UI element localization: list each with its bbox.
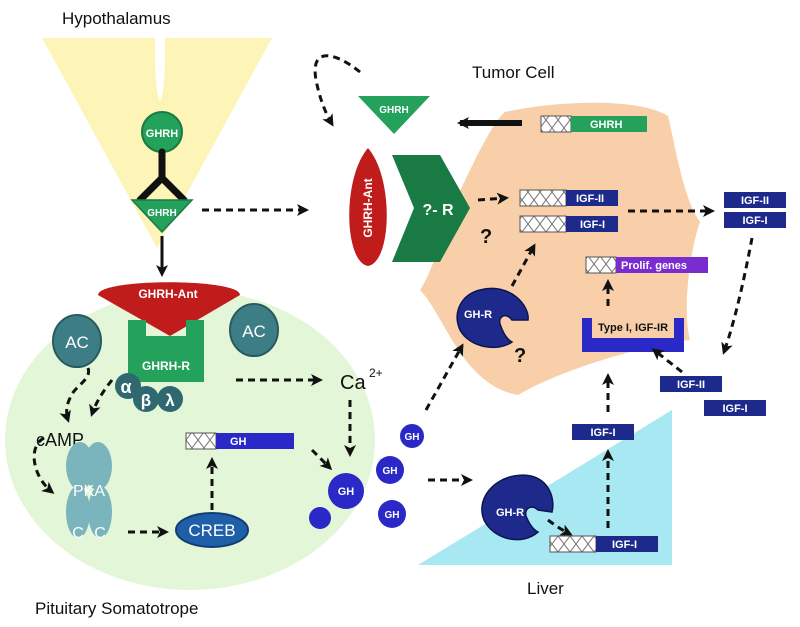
gh-molecule-3: GH <box>376 456 404 484</box>
ghrh-antagonist-pituitary: GHRH-Ant <box>98 282 240 336</box>
unknown-receptor: ?- R <box>392 155 470 262</box>
svg-text:GH: GH <box>383 466 398 477</box>
arrow-gh-to-tumor <box>424 343 464 411</box>
ghrh-hypothalamus-node: GHRH <box>141 111 183 153</box>
svg-text:IGF-II: IGF-II <box>677 379 705 391</box>
svg-text:β: β <box>141 391 151 410</box>
svg-text:IGF-I: IGF-I <box>580 219 605 231</box>
gh-gene-pituitary: GH <box>185 432 294 450</box>
svg-text:GHRH: GHRH <box>146 128 178 140</box>
svg-text:GHRH: GHRH <box>590 119 622 131</box>
adenylyl-cyclase-left: AC <box>52 314 102 368</box>
igf-ii-circulating: IGF-II <box>660 376 722 392</box>
svg-text:GH: GH <box>338 486 355 498</box>
svg-text:λ: λ <box>165 391 175 410</box>
svg-text:AC: AC <box>242 322 266 341</box>
svg-text:IGF-II: IGF-II <box>576 193 604 205</box>
igf-ir-receptor: Type I, IGF-IR <box>582 318 684 352</box>
igf-ii-gene-tumor: IGF-II <box>519 189 618 207</box>
question-mark-receptor: ? <box>480 226 492 248</box>
igf-i-gene-tumor: IGF-I <box>519 215 618 233</box>
svg-text:C: C <box>94 525 106 542</box>
igf-i-circulating: IGF-I <box>704 400 766 416</box>
svg-text:GH-R: GH-R <box>464 309 492 321</box>
svg-text:GH-R: GH-R <box>496 507 524 519</box>
liver-label: Liver <box>527 579 564 598</box>
svg-text:GHRH-R: GHRH-R <box>142 359 190 373</box>
hypothalamus-slit <box>155 0 165 100</box>
svg-text:CREB: CREB <box>188 521 235 540</box>
g-protein-subunits: α β λ <box>115 373 183 412</box>
ghrh-tumor-triangle: GHRH <box>358 96 430 134</box>
ghrh-gene-tumor: GHRH <box>540 115 647 133</box>
arrow-receptor-to-genes <box>477 192 509 205</box>
gh-molecule-1: GH <box>328 473 364 509</box>
arrow-ghr-liver-to-gene <box>547 518 573 536</box>
svg-text:?- R: ?- R <box>422 202 454 219</box>
svg-text:GH: GH <box>230 436 247 448</box>
arrow-gene-to-gh <box>310 448 333 471</box>
ghrh-receptor-pituitary: GHRH-R <box>128 320 204 382</box>
svg-text:GH: GH <box>405 432 420 443</box>
svg-text:IGF-II: IGF-II <box>741 195 769 207</box>
arrow-autocrine-ghrh <box>313 54 361 127</box>
arrow-igf-to-igfir <box>651 348 683 374</box>
arrow-gprotein-to-camp <box>89 379 114 417</box>
igf-ii-secreted: IGF-II <box>724 192 786 208</box>
calcium-label: Ca 2+ <box>340 366 383 394</box>
igf-i-protein-liver: IGF-I <box>572 424 634 440</box>
creb-node: CREB <box>175 512 249 548</box>
hypothalamus-label: Hypothalamus <box>62 9 171 28</box>
igf-i-gene-liver: IGF-I <box>549 535 658 553</box>
gh-molecule-small <box>309 507 331 529</box>
svg-text:AC: AC <box>65 333 89 352</box>
camp-label: cAMP <box>36 430 84 450</box>
svg-text:GH: GH <box>385 510 400 521</box>
prolif-genes: Prolif. genes <box>585 256 708 274</box>
svg-text:α: α <box>120 377 131 397</box>
ghrh-secreted-triangle: GHRH <box>130 199 194 234</box>
svg-text:GHRH-Ant: GHRH-Ant <box>361 178 375 237</box>
ghrh-antagonist-tumor: GHRH-Ant <box>349 148 387 266</box>
igf-i-secreted: IGF-I <box>724 212 786 228</box>
question-mark-ghr: ? <box>514 345 526 367</box>
svg-text:GHRH: GHRH <box>147 208 176 219</box>
svg-text:IGF-I: IGF-I <box>742 215 767 227</box>
gh-molecule-4: GH <box>378 500 406 528</box>
gh-receptor-tumor: GH-R <box>456 287 529 349</box>
pka-complex: PKA C C <box>66 442 112 542</box>
arrow-ghr-to-igf <box>510 243 536 287</box>
svg-text:PKA: PKA <box>73 483 105 500</box>
svg-text:GHRH-Ant: GHRH-Ant <box>138 287 197 301</box>
svg-text:IGF-I: IGF-I <box>612 539 637 551</box>
svg-text:Ca: Ca <box>340 372 366 394</box>
ghrh-receptor-symbol <box>136 148 188 204</box>
pituitary-label: Pituitary Somatotrope <box>35 599 198 618</box>
gh-receptor-liver: GH-R <box>481 474 554 541</box>
arrow-camp-to-pka <box>32 436 55 494</box>
adenylyl-cyclase-right: AC <box>229 303 279 357</box>
arrow-ac-to-camp <box>59 367 91 423</box>
arrow-igf-back <box>721 237 754 355</box>
svg-text:IGF-I: IGF-I <box>590 427 615 439</box>
svg-text:Prolif. genes: Prolif. genes <box>621 260 687 272</box>
svg-text:C: C <box>72 525 84 542</box>
svg-text:IGF-I: IGF-I <box>722 403 747 415</box>
arrows <box>32 54 754 538</box>
svg-text:GHRH: GHRH <box>379 105 408 116</box>
tumor-cell-label: Tumor Cell <box>472 63 555 82</box>
svg-text:2+: 2+ <box>369 366 383 380</box>
gh-molecule-2: GH <box>400 424 424 448</box>
svg-text:Type I, IGF-IR: Type I, IGF-IR <box>598 322 668 334</box>
